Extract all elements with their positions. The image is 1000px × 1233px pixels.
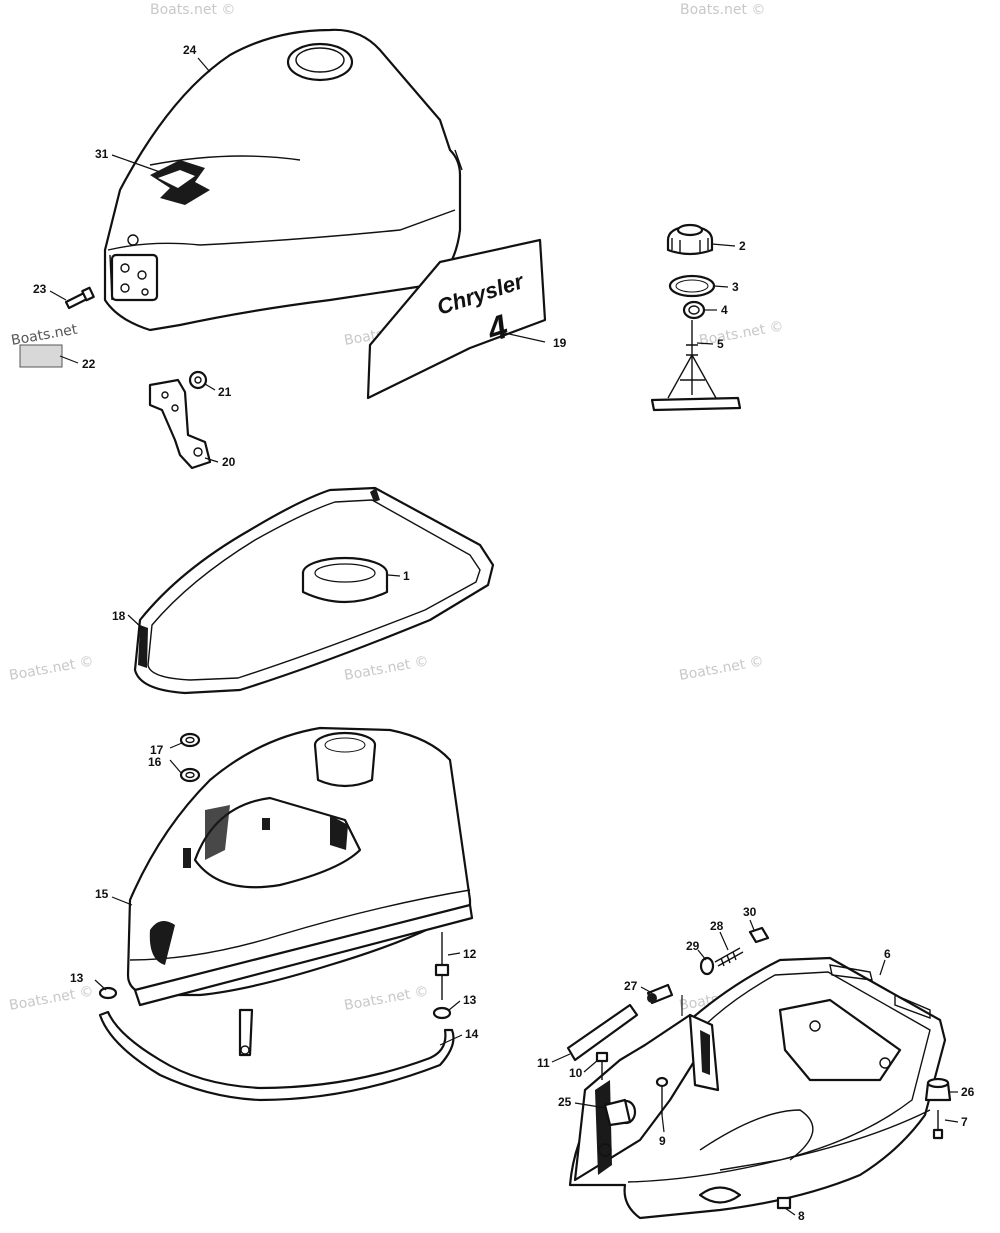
callout-22: 22 bbox=[82, 357, 96, 371]
callout-11: 11 bbox=[537, 1056, 550, 1070]
leader-lines bbox=[49, 57, 959, 1216]
callout-6: 6 bbox=[884, 947, 891, 961]
bolt-7 bbox=[932, 1110, 944, 1140]
callout-13: 13 bbox=[70, 971, 84, 985]
fuel-cap-2 bbox=[666, 223, 714, 256]
callout-4: 4 bbox=[721, 303, 728, 317]
callout-27: 27 bbox=[624, 979, 638, 993]
callout-9: 9 bbox=[659, 1134, 666, 1148]
vent-assembly-5 bbox=[650, 320, 742, 412]
callout-26: 26 bbox=[961, 1085, 975, 1099]
nut-30 bbox=[748, 926, 770, 944]
strip-11 bbox=[566, 1003, 639, 1062]
stud-12 bbox=[434, 932, 450, 1000]
callout-23: 23 bbox=[33, 282, 47, 296]
top-cover-24 bbox=[103, 28, 463, 332]
callout-12: 12 bbox=[463, 947, 477, 961]
callout-13: 13 bbox=[463, 993, 477, 1007]
callout-19: 19 bbox=[553, 336, 567, 350]
nut-21 bbox=[188, 370, 208, 390]
callout-8: 8 bbox=[798, 1209, 805, 1223]
watermark: Boats.net © bbox=[343, 653, 430, 684]
callout-7: 7 bbox=[961, 1115, 968, 1129]
watermark: Boats.net © bbox=[680, 2, 765, 18]
bracket-20 bbox=[148, 378, 212, 470]
callout-16: 16 bbox=[148, 755, 162, 769]
screw-27 bbox=[646, 983, 674, 1005]
callout-29: 29 bbox=[686, 939, 700, 953]
decal-19: Chrysler 4 bbox=[366, 238, 547, 400]
callout-14: 14 bbox=[465, 1027, 479, 1041]
washer-29 bbox=[699, 956, 715, 976]
callout-24: 24 bbox=[183, 43, 197, 57]
callout-21: 21 bbox=[218, 385, 232, 399]
screw-10 bbox=[595, 1051, 609, 1080]
callout-2: 2 bbox=[739, 239, 746, 253]
watermark: Boats.net © bbox=[343, 983, 430, 1014]
callout-18: 18 bbox=[112, 609, 126, 623]
clip-13-right bbox=[432, 1006, 452, 1020]
lower-pan-6 bbox=[568, 956, 947, 1220]
callout-10: 10 bbox=[569, 1066, 583, 1080]
screw-23 bbox=[64, 286, 95, 310]
callout-31: 31 bbox=[95, 147, 109, 161]
knob-26 bbox=[924, 1077, 952, 1102]
gasket-3 bbox=[668, 274, 716, 298]
callout-25: 25 bbox=[558, 1095, 572, 1109]
ring-1 bbox=[301, 556, 389, 604]
callout-30: 30 bbox=[743, 905, 757, 919]
watermark: Boats.net © bbox=[678, 653, 765, 684]
watermark: Boats.net © bbox=[150, 2, 235, 18]
callout-5: 5 bbox=[717, 337, 724, 351]
clip-13-left bbox=[98, 986, 118, 1000]
callouts: 24 31 23 22 21 20 19 2 3 4 5 1 18 17 16 … bbox=[33, 43, 975, 1223]
callout-17: 17 bbox=[150, 743, 164, 757]
grommet-16 bbox=[179, 767, 201, 783]
pin-9 bbox=[655, 1076, 669, 1115]
callout-3: 3 bbox=[732, 280, 739, 294]
watermark: Boats.net © bbox=[8, 653, 95, 684]
plate-22 bbox=[19, 344, 63, 368]
callout-15: 15 bbox=[95, 887, 109, 901]
callout-1: 1 bbox=[403, 569, 410, 583]
clip-8 bbox=[776, 1196, 792, 1210]
callout-20: 20 bbox=[222, 455, 236, 469]
bushing-25 bbox=[603, 1098, 637, 1127]
lower-cover-15 bbox=[126, 726, 474, 1057]
washer-4 bbox=[682, 300, 706, 320]
spring-28 bbox=[714, 947, 744, 967]
watermark: Boats.net © bbox=[8, 983, 95, 1014]
callout-28: 28 bbox=[710, 919, 724, 933]
grommet-17 bbox=[179, 732, 201, 748]
handle-14 bbox=[98, 1010, 455, 1102]
